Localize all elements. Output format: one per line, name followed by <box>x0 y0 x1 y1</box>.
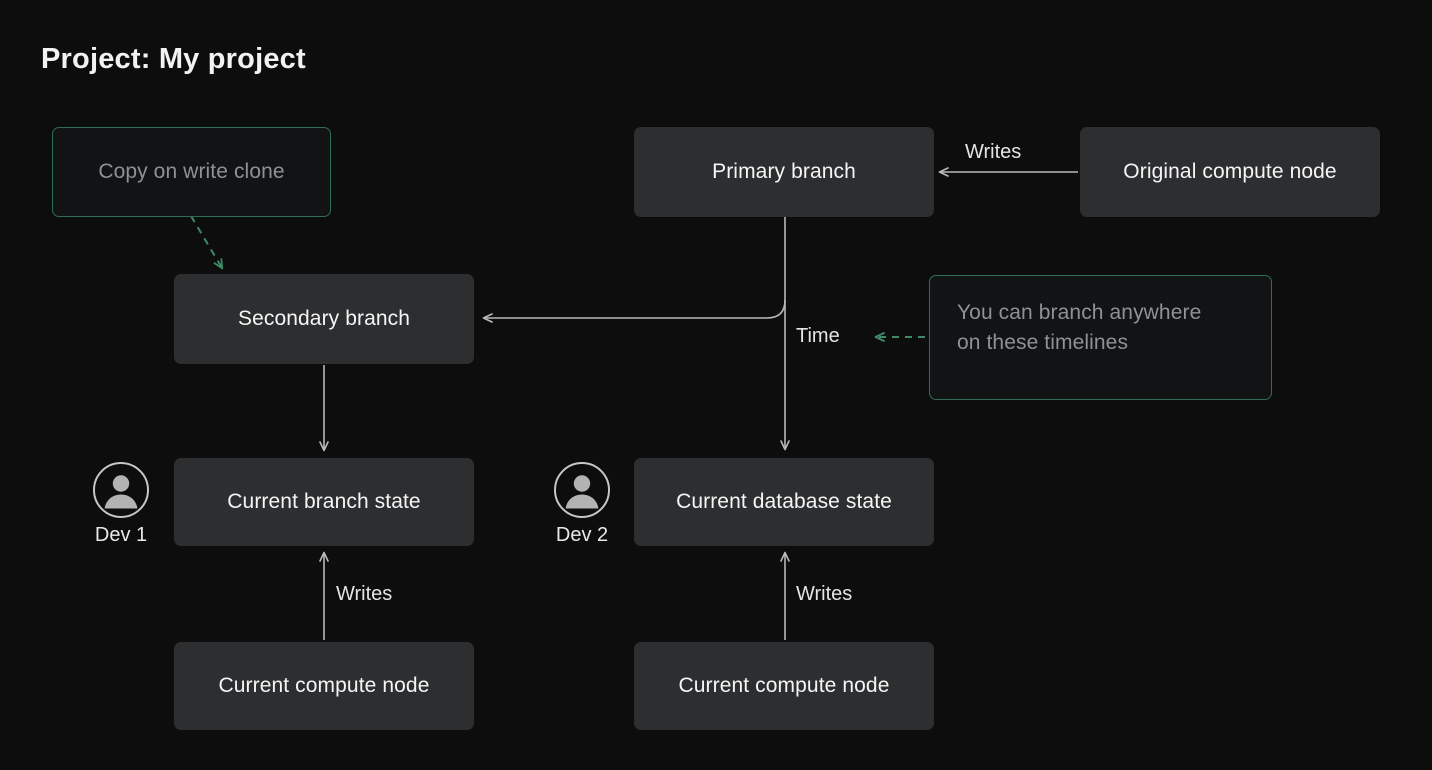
edge-label-writes-left: Writes <box>336 583 393 605</box>
person-icon <box>104 475 138 509</box>
node-current-compute-node-left[interactable]: Current compute node <box>174 642 474 730</box>
node-current-compute-node-right-label: Current compute node <box>678 674 890 697</box>
node-copy-on-write-clone[interactable]: Copy on write clone <box>52 127 331 217</box>
node-original-compute-node[interactable]: Original compute node <box>1080 127 1380 217</box>
edge-label-time: Time <box>796 325 840 347</box>
edge-label-writes-right: Writes <box>796 583 853 605</box>
node-primary-branch[interactable]: Primary branch <box>634 127 934 217</box>
node-primary-branch-label: Primary branch <box>712 160 856 183</box>
node-secondary-branch[interactable]: Secondary branch <box>174 274 474 364</box>
avatar <box>93 462 149 518</box>
node-current-database-state[interactable]: Current database state <box>634 458 934 546</box>
edge-label-writes-top: Writes <box>965 141 1022 163</box>
person-icon <box>565 475 599 509</box>
page-title: Project: My project <box>41 43 306 75</box>
node-current-compute-node-right[interactable]: Current compute node <box>634 642 934 730</box>
node-current-database-state-label: Current database state <box>676 490 892 513</box>
avatar-group-dev-1[interactable]: Dev 1 <box>78 462 164 547</box>
node-secondary-branch-label: Secondary branch <box>237 307 411 330</box>
avatar-label: Dev 1 <box>94 524 148 546</box>
node-original-compute-node-label: Original compute node <box>1123 160 1337 183</box>
node-current-branch-state[interactable]: Current branch state <box>174 458 474 546</box>
avatar-group-dev-2[interactable]: Dev 2 <box>539 462 625 547</box>
note-line-1: You can branch anywhere <box>957 301 1202 324</box>
note-line-2: on these timelines <box>957 330 1129 354</box>
edge-clone-to-secondary-dashed <box>190 215 224 270</box>
node-current-compute-node-left-label: Current compute node <box>218 674 430 697</box>
edge-primary-to-secondary-branch <box>482 299 786 323</box>
node-current-branch-state-label: Current branch state <box>227 490 421 513</box>
node-copy-on-write-clone-label: Copy on write clone <box>98 160 285 183</box>
avatar-label: Dev 2 <box>555 524 609 546</box>
node-branch-anywhere-note[interactable]: You can branch anywhere on these timelin… <box>929 275 1272 400</box>
avatar <box>554 462 610 518</box>
